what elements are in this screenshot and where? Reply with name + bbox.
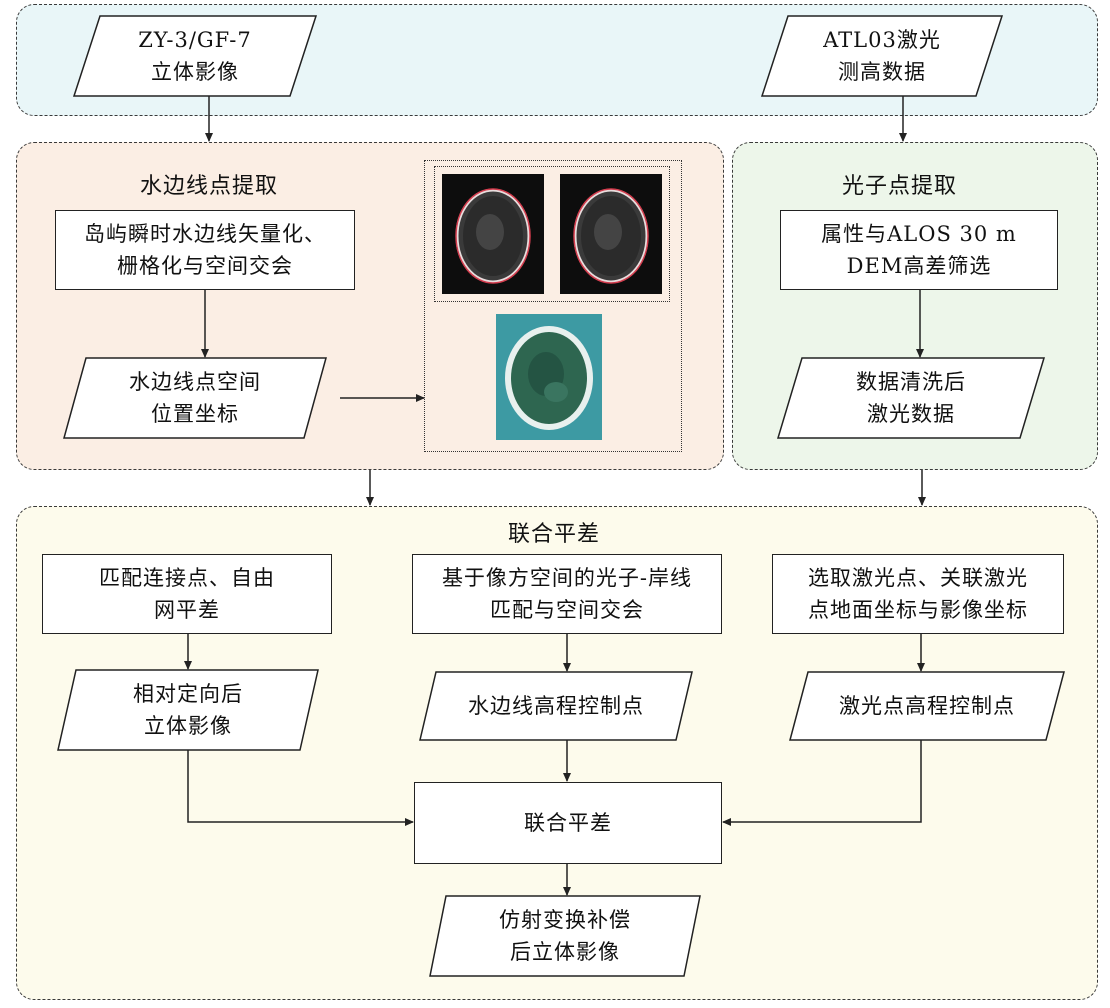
col1-process-line-2: 网平差 bbox=[154, 598, 220, 622]
island-true-color-thumbnail bbox=[496, 314, 602, 440]
satellite-thumbnail-left-icon bbox=[442, 174, 544, 294]
select-laser-points-box: 选取激光点、关联激光 点地面坐标与影像坐标 bbox=[772, 554, 1064, 634]
waterline-coord-line-1: 水边线点空间 bbox=[129, 370, 261, 394]
island-true-color-icon bbox=[496, 314, 602, 440]
waterline-process-box: 岛屿瞬时水边线矢量化、 栅格化与空间交会 bbox=[55, 210, 355, 290]
match-tie-points-box: 匹配连接点、自由 网平差 bbox=[42, 554, 332, 634]
col3-process-line-1: 选取激光点、关联激光 bbox=[808, 566, 1028, 590]
col1-process-line-1: 匹配连接点、自由 bbox=[99, 566, 275, 590]
photon-panel-title: 光子点提取 bbox=[842, 174, 958, 199]
final-output-line-2: 后立体影像 bbox=[510, 940, 620, 964]
stereo-image-line-1: ZY-3/GF-7 bbox=[138, 28, 252, 52]
stereo-image-shape bbox=[72, 15, 318, 97]
cleaned-laser-line-2: 激光数据 bbox=[867, 402, 955, 426]
col1-output-line-2: 立体影像 bbox=[144, 714, 232, 738]
center-box-label: 联合平差 bbox=[524, 811, 612, 835]
laser-data-line-1: ATL03激光 bbox=[823, 28, 941, 52]
waterline-process-line-1: 岛屿瞬时水边线矢量化、 bbox=[84, 222, 326, 246]
laser-data-input: ATL03激光 测高数据 bbox=[762, 16, 1002, 96]
waterline-panel-title: 水边线点提取 bbox=[140, 174, 279, 199]
laser-data-line-2: 测高数据 bbox=[837, 60, 926, 84]
cleaned-laser-shape bbox=[776, 357, 1046, 439]
laser-data-shape bbox=[760, 15, 1004, 97]
cleaned-laser-output: 数据清洗后 激光数据 bbox=[778, 358, 1044, 438]
photon-process-box: 属性与ALOS 30 m DEM高差筛选 bbox=[780, 210, 1058, 290]
satellite-thumbnail-right-icon bbox=[560, 174, 662, 294]
stereo-image-input: ZY-3/GF-7 立体影像 bbox=[74, 16, 316, 96]
col1-output-line-1: 相对定向后 bbox=[133, 682, 243, 706]
col2-output-line-1: 水边线高程控制点 bbox=[468, 694, 644, 718]
relative-orientation-shape bbox=[57, 669, 319, 751]
waterline-control-shape bbox=[419, 671, 693, 741]
satellite-thumbnail-left bbox=[442, 174, 544, 294]
final-output: 仿射变换补偿 后立体影像 bbox=[430, 896, 700, 976]
arrow-col1-to-center bbox=[187, 750, 414, 826]
col2-process-line-2: 匹配与空间交会 bbox=[489, 598, 644, 622]
col3-process-line-2: 点地面坐标与影像坐标 bbox=[808, 598, 1028, 622]
image-outer-frame bbox=[424, 160, 682, 452]
adjustment-panel-title: 联合平差 bbox=[508, 522, 601, 547]
relative-orientation-output: 相对定向后 立体影像 bbox=[58, 670, 318, 750]
photon-process-line-2: DEM高差筛选 bbox=[846, 254, 992, 278]
final-output-line-1: 仿射变换补偿 bbox=[499, 908, 631, 932]
waterline-coord-line-2: 位置坐标 bbox=[151, 402, 239, 426]
col2-process-line-1: 基于像方空间的光子-岸线 bbox=[441, 566, 693, 590]
photon-process-line-1: 属性与ALOS 30 m bbox=[821, 222, 1017, 246]
waterline-control-output: 水边线高程控制点 bbox=[420, 672, 692, 740]
image-pair-frame bbox=[434, 166, 670, 302]
satellite-thumbnail-right bbox=[560, 174, 662, 294]
final-output-shape bbox=[429, 895, 701, 977]
cleaned-laser-line-1: 数据清洗后 bbox=[856, 370, 966, 394]
joint-adjustment-box: 联合平差 bbox=[414, 782, 722, 864]
waterline-coord-shape bbox=[63, 357, 327, 439]
stereo-image-line-2: 立体影像 bbox=[150, 60, 239, 84]
col3-output-line-1: 激光点高程控制点 bbox=[839, 694, 1015, 718]
laser-control-output: 激光点高程控制点 bbox=[790, 672, 1064, 740]
arrow-col3-to-center bbox=[722, 740, 922, 826]
waterline-coord-output: 水边线点空间 位置坐标 bbox=[64, 358, 326, 438]
laser-control-shape bbox=[789, 671, 1065, 741]
photon-shoreline-match-box: 基于像方空间的光子-岸线 匹配与空间交会 bbox=[412, 554, 722, 634]
waterline-process-line-2: 栅格化与空间交会 bbox=[117, 254, 293, 278]
